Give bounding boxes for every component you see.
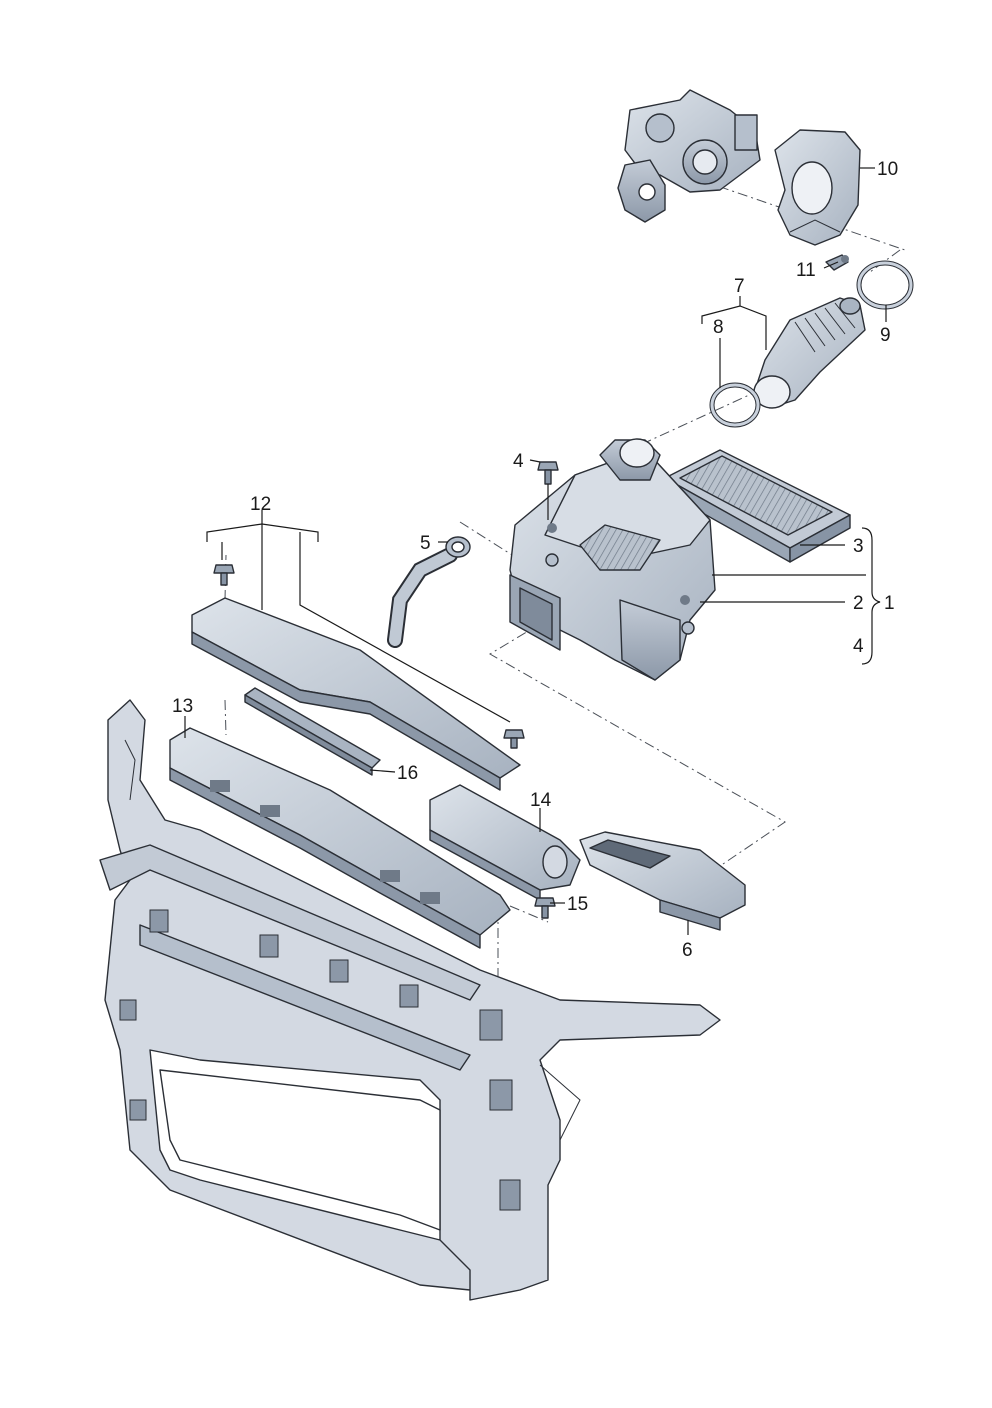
clamp-8 xyxy=(709,382,761,428)
leader-lines xyxy=(184,167,887,935)
callout-9: 9 xyxy=(880,325,891,346)
clamp-9 xyxy=(856,260,914,310)
callout-11: 11 xyxy=(796,260,816,281)
air-guide-13 xyxy=(169,727,511,949)
cover-12 xyxy=(191,597,521,791)
callout-14: 14 xyxy=(530,790,552,811)
front-carrier-frame xyxy=(99,699,721,1301)
callout-4-housing: 4 xyxy=(853,636,864,657)
throttle-body-assembly xyxy=(617,89,761,223)
callout-13: 13 xyxy=(172,696,193,717)
filter-element-3 xyxy=(664,449,851,563)
screw-15 xyxy=(534,897,556,919)
seal-strip-16 xyxy=(244,687,381,776)
callout-labels: 1 2 3 4 4 5 6 7 8 9 10 11 12 13 14 15 16 xyxy=(172,159,898,961)
callout-10: 10 xyxy=(877,159,898,180)
callout-3: 3 xyxy=(853,536,864,557)
screw-12-right xyxy=(503,729,525,749)
screw-4 xyxy=(537,461,559,485)
callout-12: 12 xyxy=(250,494,271,515)
screw-12-left xyxy=(213,564,235,586)
callout-2: 2 xyxy=(853,593,864,614)
callout-5: 5 xyxy=(420,533,431,554)
intake-duct-10 xyxy=(774,129,861,246)
intake-hose-7 xyxy=(753,297,866,409)
callout-7: 7 xyxy=(734,276,745,297)
callout-8: 8 xyxy=(713,317,724,338)
callout-1: 1 xyxy=(884,593,895,614)
inlet-duct-6 xyxy=(579,831,746,931)
air-filter-housing-1 xyxy=(509,438,716,681)
callout-4-screw: 4 xyxy=(513,451,524,472)
callout-6: 6 xyxy=(682,940,693,961)
breather-hose-5 xyxy=(387,536,471,648)
callout-16: 16 xyxy=(397,763,418,784)
callout-15: 15 xyxy=(567,894,588,915)
air-guide-14 xyxy=(429,784,581,901)
